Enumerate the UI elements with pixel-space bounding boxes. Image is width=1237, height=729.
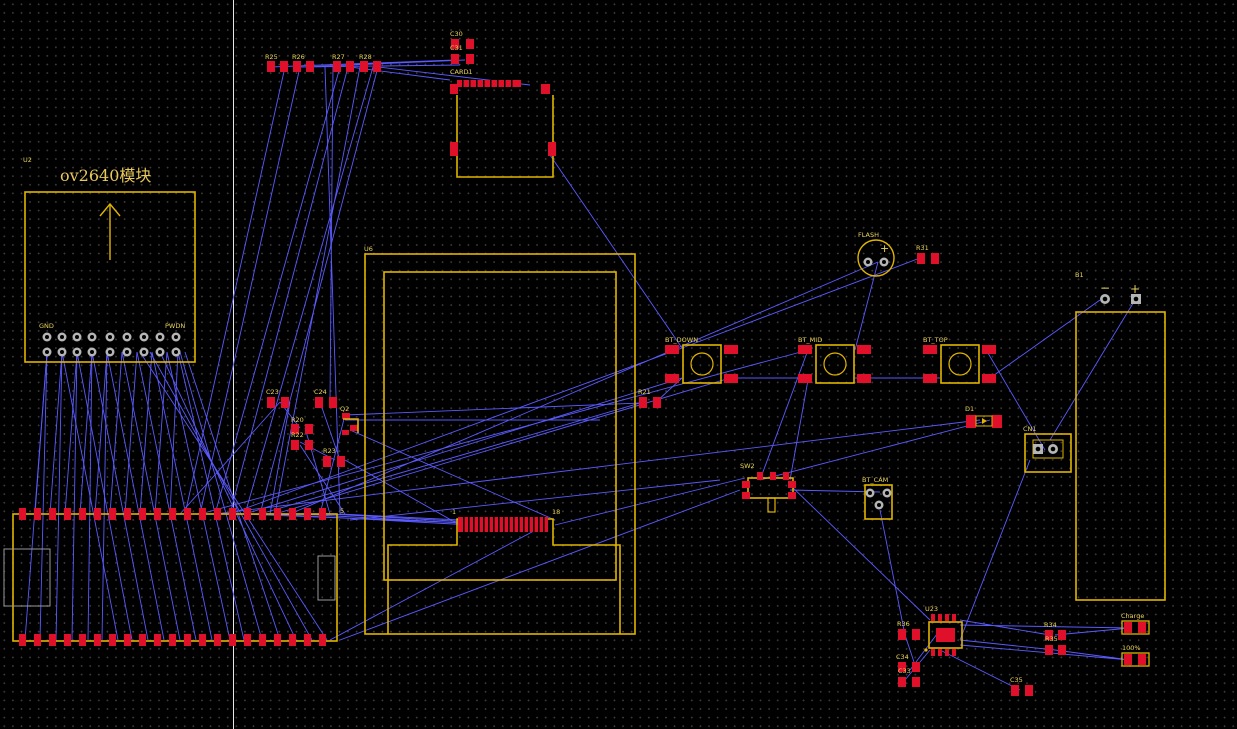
svg-text:C30: C30 xyxy=(450,30,463,38)
resistor-r23[interactable]: R23 xyxy=(323,447,345,467)
svg-text:Q2: Q2 xyxy=(340,405,349,413)
svg-text:R31: R31 xyxy=(916,244,929,252)
diode-d1[interactable]: D1 xyxy=(965,405,1002,428)
lcd-pin1-label: 1 xyxy=(452,508,456,516)
svg-text:R28: R28 xyxy=(359,53,372,61)
svg-text:BT_DOWN: BT_DOWN xyxy=(665,336,698,344)
svg-text:100%: 100% xyxy=(1122,644,1141,652)
resistor-r28[interactable]: R28 xyxy=(359,53,381,72)
svg-text:R34: R34 xyxy=(1044,621,1057,629)
svg-text:BT_TOP: BT_TOP xyxy=(923,336,948,344)
svg-text:SW2: SW2 xyxy=(740,462,755,470)
svg-text:BT_CAM: BT_CAM xyxy=(862,476,888,484)
flash-led[interactable]: FLASH + xyxy=(857,231,895,277)
mcu-bottom-pads[interactable] xyxy=(19,634,326,646)
slide-switch-sw2[interactable]: SW2 xyxy=(740,462,796,513)
svg-text:R21: R21 xyxy=(638,388,651,396)
svg-text:C24: C24 xyxy=(314,388,327,396)
led-charge[interactable]: Charge xyxy=(1121,612,1150,635)
svg-text:C34: C34 xyxy=(896,653,909,661)
svg-text:R36: R36 xyxy=(897,620,910,628)
button-bt-down[interactable]: BT_DOWN xyxy=(665,336,738,384)
resistor-r20[interactable]: R20 xyxy=(291,416,313,434)
svg-text:C35: C35 xyxy=(1010,676,1023,684)
capacitor-c24[interactable]: C24 xyxy=(314,388,337,408)
capacitor-c30[interactable]: C30 xyxy=(450,30,474,49)
charger-ic-u23[interactable]: U23 xyxy=(924,605,963,656)
button-bt-top[interactable]: BT_TOP xyxy=(923,336,996,384)
battery-b1[interactable]: B1 − + xyxy=(1075,271,1166,601)
resistor-r35[interactable]: R35 xyxy=(1045,635,1066,655)
resistor-r26[interactable]: R26 xyxy=(292,53,314,72)
svg-text:R25: R25 xyxy=(265,53,278,61)
resistor-r36[interactable]: R36 xyxy=(897,620,920,640)
lcd-pin18-label: 18 xyxy=(552,508,560,516)
sd-card-socket[interactable]: CARD1 xyxy=(450,68,556,178)
svg-text:BT_MID: BT_MID xyxy=(798,336,822,344)
svg-text:R23: R23 xyxy=(323,447,336,455)
svg-text:U23: U23 xyxy=(925,605,938,613)
transistor-q2[interactable]: Q2 xyxy=(340,405,359,435)
minus-icon: − xyxy=(1100,281,1110,295)
button-bt-cam[interactable]: BT_CAM xyxy=(862,476,893,520)
svg-text:R22: R22 xyxy=(291,431,304,439)
svg-text:R20: R20 xyxy=(291,416,304,424)
lcd-module-u6[interactable]: U6 1 18 xyxy=(364,245,636,635)
svg-text:CARD1: CARD1 xyxy=(450,68,473,76)
capacitor-c33[interactable]: C33 xyxy=(898,667,920,687)
resistor-r27[interactable]: R27 xyxy=(332,53,354,72)
resistor-r31[interactable]: R31 xyxy=(916,244,939,264)
svg-text:U6: U6 xyxy=(364,245,373,253)
up-arrow-icon xyxy=(99,202,121,260)
plus-icon: + xyxy=(880,242,889,255)
gnd-pin-label: GND xyxy=(39,322,54,330)
module-header-pins[interactable] xyxy=(42,332,181,357)
svg-text:FLASH: FLASH xyxy=(858,231,879,239)
u2-designator: U2 xyxy=(23,156,32,164)
pwdn-pin-label: PWDN xyxy=(165,322,185,330)
resistor-r34[interactable]: R34 xyxy=(1044,621,1066,640)
capacitor-c34[interactable]: C34 xyxy=(896,653,920,672)
svg-text:C33: C33 xyxy=(898,667,911,675)
mcu-top-pads[interactable] xyxy=(19,508,326,520)
capacitor-c31[interactable]: C31 xyxy=(450,44,474,64)
svg-text:C31: C31 xyxy=(450,44,463,52)
svg-text:D1: D1 xyxy=(965,405,974,413)
capacitor-c35[interactable]: C35 xyxy=(1010,676,1033,696)
svg-text:B1: B1 xyxy=(1075,271,1084,279)
u2-module[interactable]: U2 ov2640模块 GND PWDN xyxy=(23,156,196,363)
svg-text:C23: C23 xyxy=(266,388,279,396)
svg-text:R27: R27 xyxy=(332,53,345,61)
svg-text:CN1: CN1 xyxy=(1023,425,1037,433)
led-full[interactable]: 100% xyxy=(1121,644,1150,667)
svg-text:R35: R35 xyxy=(1045,635,1058,643)
resistor-r22[interactable]: R22 xyxy=(291,431,313,450)
ratsnest xyxy=(24,59,1136,691)
plus-icon: + xyxy=(1130,282,1140,296)
mcu-board[interactable]: 5 xyxy=(3,507,344,646)
svg-text:5: 5 xyxy=(340,507,344,515)
connector-cn1[interactable]: CN1 xyxy=(1023,425,1072,473)
capacitor-c23[interactable]: C23 xyxy=(266,388,289,408)
svg-text:R26: R26 xyxy=(292,53,305,61)
module-label: ov2640模块 xyxy=(60,166,151,185)
resistor-r21[interactable]: R21 xyxy=(638,388,661,408)
button-bt-mid[interactable]: BT_MID xyxy=(798,336,871,384)
svg-text:Charge: Charge xyxy=(1121,612,1144,620)
resistor-r25[interactable]: R25 xyxy=(265,53,288,72)
